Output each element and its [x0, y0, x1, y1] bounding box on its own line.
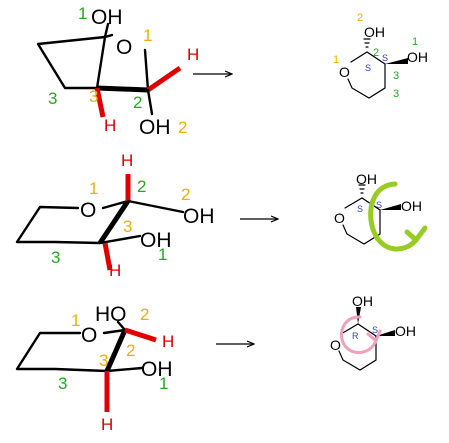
row1-h-bottom-label: H [104, 116, 116, 135]
row2-h-top-label: H [121, 151, 133, 170]
row3-chair-structure: HO 2 1 O H 2 3 OH 1 3 H [15, 303, 174, 434]
row1-product-structure: 2 OH 1 O 2 S 1 OH S 3 3 [333, 12, 428, 100]
row3-product-structure: OH R O S OH [330, 293, 416, 371]
row2-product-wedge-bond [380, 204, 401, 210]
row3-product-wedge-right [376, 330, 395, 336]
row1-product-c2-number: 2 [373, 47, 379, 59]
row1-product-oh-right-number: 1 [412, 36, 418, 48]
row2-c3-c2-wedge [97, 199, 131, 245]
row2-oh-label: OH [183, 205, 215, 228]
row2-product-c2-descriptor: S [357, 204, 363, 214]
row1-c1-c3-bond [95, 35, 107, 90]
row1-ring-c-number: 3 [48, 89, 57, 108]
row3-h-label: H [162, 332, 174, 351]
row3-o-c2-bond [102, 328, 127, 335]
row1-product-oh-top-label: OH [364, 24, 385, 40]
row1-product-c3-descriptor: S [382, 53, 388, 63]
row3-product-r-descriptor: R [352, 331, 359, 341]
row2-c2-number: 2 [137, 177, 146, 196]
row1-oh-bottom-number: 2 [178, 118, 187, 137]
pink-rotation-arrowhead-icon [366, 329, 382, 343]
row3-product-oh-top-label: OH [352, 293, 373, 309]
pink-rotation-circle-icon [340, 315, 378, 355]
row2-ring-number: 3 [51, 248, 60, 267]
row3-ho-label: HO [95, 303, 127, 326]
row1-chair-structure: 1 OH O 1 H 2 3 3 H OH 2 [36, 4, 199, 139]
row3-ring-bonds [15, 331, 109, 373]
row1-o-c2-bond [143, 48, 150, 92]
row1-product-o-number: 1 [333, 54, 339, 66]
row2-oh-number: 2 [181, 185, 190, 204]
row2-product-ring [342, 197, 381, 245]
row3-oh-number: 1 [159, 374, 168, 393]
row3-product-o-label: O [330, 337, 341, 353]
row2-h-bottom-label: H [109, 261, 121, 280]
row1-oh-bottom-label: OH [139, 116, 171, 139]
row2-c3-h-red-bond [102, 242, 113, 271]
row2-product-o-label: O [334, 210, 345, 226]
row1-product-hash-bond [363, 38, 371, 48]
row3-c2-ho-bond [116, 320, 127, 332]
row3-c3-oh-bond [105, 366, 144, 373]
row2-o-number: 1 [89, 179, 98, 198]
row3-product-oh-right-label: OH [395, 323, 416, 339]
row2-c3-oh-bond [98, 234, 142, 245]
row3-product-s-descriptor: S [372, 325, 378, 335]
row2-oh2-label: OH [140, 229, 172, 252]
row1-product-wedge-bond [385, 58, 408, 64]
row2-chair-structure: H 2 1 O 2 OH 3 OH 1 3 H [15, 151, 215, 280]
row1-c3-h-red-bond [94, 87, 106, 118]
row3-c3-number: 3 [99, 351, 108, 370]
row1-product-oh-right-label: OH [407, 49, 428, 65]
row2-c3-number: 3 [123, 217, 132, 236]
rotation-arrow-icon [368, 181, 419, 252]
row3-c3-c2-wedge [104, 328, 128, 373]
row3-ring-o-label: O [81, 324, 97, 347]
row1-oh-top-label: OH [91, 6, 123, 29]
row3-ring-number: 3 [58, 374, 67, 393]
row3-c2-number: 2 [126, 341, 135, 360]
row2-oh2-number: 1 [158, 245, 167, 264]
row2-product-oh-top-label: OH [356, 171, 377, 187]
row3-o-number: 1 [71, 311, 80, 330]
row1-product-c3-number: 3 [393, 70, 399, 82]
row2-product-structure: OH S O S OH [334, 171, 428, 252]
row3-oh-label: OH [141, 358, 173, 381]
rotation-arrowhead-icon [404, 225, 428, 243]
row2-product-oh-right-label: OH [401, 198, 422, 214]
row1-c3-number: 3 [89, 87, 98, 106]
row1-c2-number: 2 [133, 93, 142, 112]
row1-ring-bonds [36, 35, 107, 90]
row3-c2-h-red-bond [124, 327, 157, 343]
row1-product-c2-descriptor: S [365, 63, 371, 73]
row3-h-bottom-label: H [101, 415, 113, 434]
row1-product-ring-number: 3 [393, 88, 399, 100]
row1-product-ring [347, 51, 386, 99]
row1-ring-o-label: O [116, 36, 132, 59]
row1-c1-oh-bond [103, 22, 110, 39]
row3-ho-number: 2 [140, 305, 149, 324]
row2-product-c3-descriptor: S [376, 200, 382, 210]
row1-h-label: H [187, 45, 199, 64]
row1-o-number: 1 [143, 26, 152, 45]
row1-product-oh-top-number: 2 [357, 12, 363, 24]
row1-c2-h-red-bond [146, 65, 182, 93]
row2-ring-bonds [15, 205, 102, 245]
row2-product-hash-bond [358, 184, 366, 194]
row2-ring-o-label: O [80, 199, 96, 222]
row1-c2-oh-bond [146, 88, 154, 116]
row2-o-c2-bond [101, 199, 130, 210]
row1-product-o-label: O [339, 64, 350, 80]
row1-c3-c2-wedge [96, 85, 149, 93]
row2-c2-oh-bond [126, 199, 185, 214]
row1-oh-top-number: 1 [78, 4, 87, 23]
